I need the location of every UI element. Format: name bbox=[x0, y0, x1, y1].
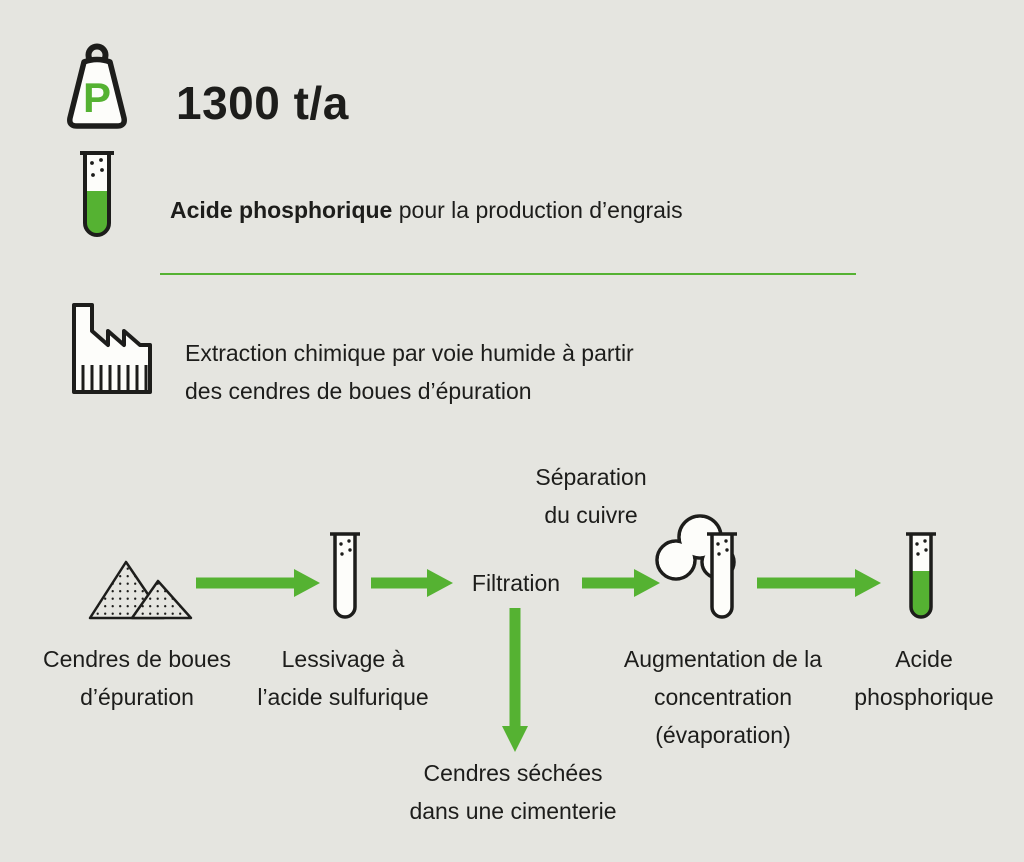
separation-label: Séparation du cuivre bbox=[491, 458, 691, 534]
test-tube-evaporation-icon bbox=[707, 532, 737, 619]
product-name: Acide phosphorique bbox=[170, 197, 393, 223]
separator-line bbox=[160, 273, 856, 275]
product-use: pour la production d’engrais bbox=[392, 197, 683, 223]
factory-windows bbox=[81, 365, 148, 390]
label-concentration: Augmentation de la concentration (évapor… bbox=[595, 640, 851, 754]
process-line-1: Extraction chimique par voie humide à pa… bbox=[185, 340, 634, 366]
tube-outline bbox=[333, 534, 357, 619]
tube-outline bbox=[83, 153, 111, 237]
tube-dots bbox=[716, 539, 729, 556]
label-acid-line-1: Acide bbox=[895, 646, 953, 672]
test-tube-acid-icon bbox=[906, 532, 936, 619]
tube-dots bbox=[339, 539, 352, 556]
label-leaching-line-2: l’acide sulfurique bbox=[257, 684, 429, 710]
weight-body bbox=[67, 56, 127, 129]
label-ash-line-2: d’épuration bbox=[80, 684, 194, 710]
phosphorus-symbol: P bbox=[83, 74, 111, 121]
filtration-label: Filtration bbox=[471, 570, 561, 596]
process-description: Extraction chimique par voie humide à pa… bbox=[185, 334, 634, 410]
factory-outline bbox=[72, 303, 152, 394]
tube-body bbox=[712, 534, 732, 617]
tube-liquid bbox=[85, 191, 109, 235]
label-cement: Cendres séchées dans une cimenterie bbox=[383, 754, 643, 830]
test-tube-green-icon bbox=[80, 151, 114, 237]
flow-arrow-1 bbox=[196, 569, 320, 597]
separation-line-2: du cuivre bbox=[544, 502, 638, 528]
tube-dots bbox=[915, 539, 928, 556]
flow-arrow-3 bbox=[582, 569, 660, 597]
separation-line-1: Séparation bbox=[535, 464, 647, 490]
amount-per-year: 1300 t/a bbox=[176, 77, 349, 129]
tube-outline bbox=[710, 534, 734, 619]
label-acid: Acide phosphorique bbox=[834, 640, 1014, 716]
weight-icon: P bbox=[67, 43, 127, 129]
tube-outline bbox=[909, 534, 933, 619]
label-cement-line-1: Cendres séchées bbox=[423, 760, 603, 786]
tube-liquid bbox=[911, 571, 931, 617]
label-concentration-line-3: (évaporation) bbox=[655, 722, 791, 748]
product-line: Acide phosphorique pour la production d’… bbox=[170, 195, 683, 225]
ash-piles-icon bbox=[88, 560, 193, 620]
process-line-2: des cendres de boues d’épuration bbox=[185, 378, 532, 404]
flow-arrow-4 bbox=[757, 569, 881, 597]
test-tube-leaching-icon bbox=[330, 532, 360, 619]
ash-pile-small-dots bbox=[132, 581, 191, 618]
label-cement-line-2: dans une cimenterie bbox=[409, 798, 617, 824]
label-leaching-line-1: Lessivage à bbox=[281, 646, 405, 672]
flow-arrow-2 bbox=[371, 569, 453, 597]
factory-icon bbox=[72, 303, 152, 394]
tube-body bbox=[335, 534, 355, 617]
label-ash: Cendres de boues d’épuration bbox=[17, 640, 257, 716]
label-acid-line-2: phosphorique bbox=[854, 684, 994, 710]
label-concentration-line-1: Augmentation de la bbox=[623, 646, 823, 672]
label-ash-line-1: Cendres de boues bbox=[43, 646, 231, 672]
flow-arrow-down bbox=[502, 608, 528, 752]
label-leaching: Lessivage à l’acide sulfurique bbox=[233, 640, 453, 716]
label-concentration-line-2: concentration bbox=[653, 684, 793, 710]
tube-dots bbox=[90, 158, 104, 177]
